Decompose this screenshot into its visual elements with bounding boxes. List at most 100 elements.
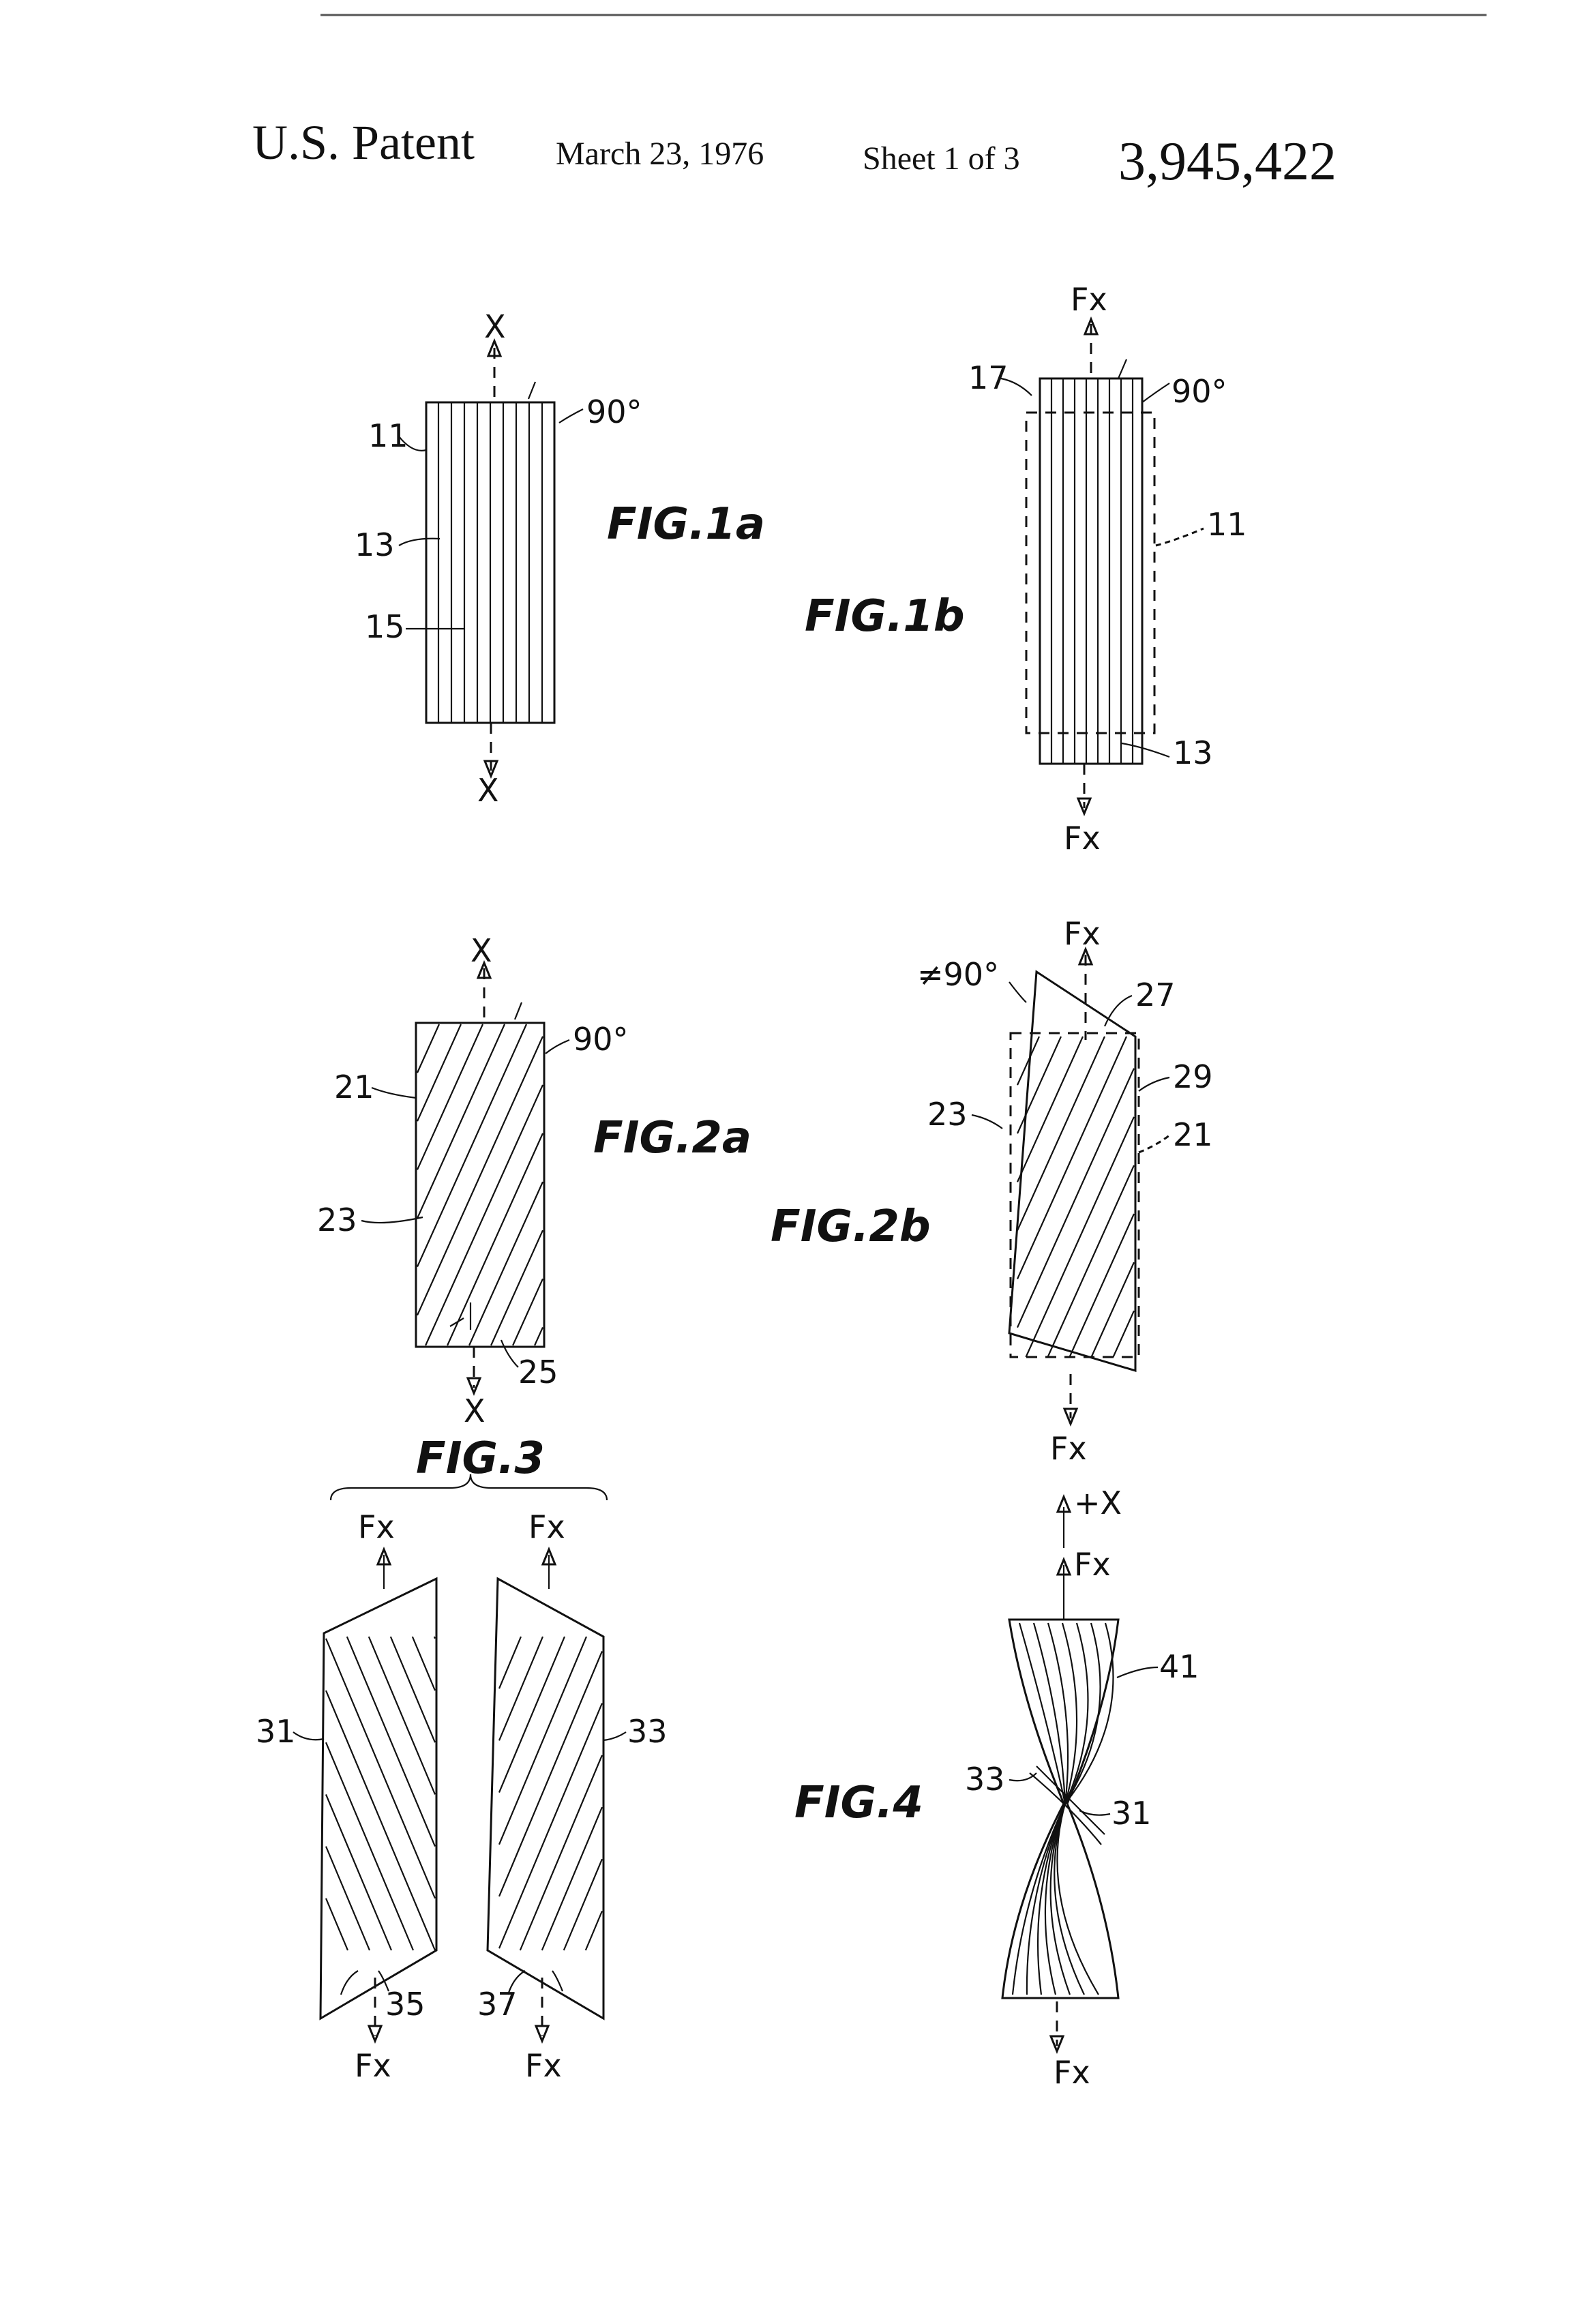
fiber-line xyxy=(499,1651,602,1896)
fig-3-label: FIG.3 xyxy=(416,1433,545,1484)
fiber-line xyxy=(1048,1165,1135,1357)
fiber-line xyxy=(520,1755,602,1950)
fig-1a-axis-top: X xyxy=(484,308,506,345)
figure-2a: X X 90° 21 23 25 FIG.2a xyxy=(317,932,751,1429)
fig-2b-ref-23: 23 xyxy=(927,1096,968,1133)
fig-4-force-top: Fx xyxy=(1074,1546,1111,1583)
fig-1b-force-top: Fx xyxy=(1071,281,1107,318)
fiber-line xyxy=(1026,1117,1135,1357)
fig-3-ref-33: 33 xyxy=(627,1713,668,1750)
fiber-line xyxy=(513,1279,543,1345)
fiber-line xyxy=(347,1637,435,1847)
fig-2b-label: FIG.2b xyxy=(771,1202,931,1252)
fiber-line xyxy=(1017,1037,1083,1182)
fiber-line xyxy=(499,1637,565,1793)
figure-4: +X Fx Fx 41 33 31 FIG.4 xyxy=(794,1485,1199,2091)
fig-3-force-top-left: Fx xyxy=(358,1508,395,1545)
fiber-line xyxy=(417,1024,461,1121)
fig-1a-ref-13: 13 xyxy=(355,526,395,563)
fig-2b-fiber-lines xyxy=(1017,1037,1134,1357)
fiber-line xyxy=(1114,1311,1135,1357)
fiber-line xyxy=(1092,1262,1135,1357)
fig-2b-ref-29: 29 xyxy=(1173,1058,1213,1095)
fiber-line xyxy=(417,1024,483,1170)
fiber-line xyxy=(564,1859,602,1950)
fig-1a-axis-bottom: X xyxy=(477,772,499,809)
fig-1a-ref-11: 11 xyxy=(368,417,408,454)
fiber-line xyxy=(499,1637,521,1688)
fig-2a-ref-23: 23 xyxy=(317,1202,357,1238)
fig-1b-ref-17: 17 xyxy=(968,359,1009,396)
fig-1b-label: FIG.1b xyxy=(805,591,965,642)
fig-3-right-fiber-lines xyxy=(499,1637,602,1950)
fig-3-ref-31: 31 xyxy=(256,1713,296,1750)
fig-4-label: FIG.4 xyxy=(794,1778,923,1828)
fig-3-force-bottom-right: Fx xyxy=(525,2047,562,2084)
fig-2a-fiber-lines xyxy=(417,1024,543,1345)
fig-4-force-bottom: Fx xyxy=(1054,2054,1090,2091)
fig-4-fiber-lines xyxy=(1013,1623,1114,1995)
fiber-line xyxy=(1017,1069,1134,1328)
fiber-line xyxy=(434,1637,435,1639)
fiber-line xyxy=(499,1703,602,1949)
fig-2a-axis-top: X xyxy=(471,932,492,969)
fiber-line xyxy=(413,1637,435,1690)
fig-2a-angle-label: 90° xyxy=(573,1021,629,1058)
fig-3-left-fiber-lines xyxy=(326,1637,435,1950)
fig-4-ref-41: 41 xyxy=(1159,1648,1199,1685)
fig-2a-label: FIG.2a xyxy=(593,1113,751,1163)
fig-3-ref-37: 37 xyxy=(477,1986,518,2023)
fig-2b-ref-21: 21 xyxy=(1173,1116,1213,1153)
fig-1b-ref-11: 11 xyxy=(1207,506,1247,543)
fiber-line xyxy=(391,1637,435,1742)
fiber-line xyxy=(491,1230,543,1345)
fiber-line xyxy=(499,1637,543,1740)
fiber-line xyxy=(326,1898,348,1950)
fig-2b-ref-27: 27 xyxy=(1135,977,1176,1013)
fiber-line xyxy=(426,1085,543,1345)
fig-1a-ref-15: 15 xyxy=(365,608,405,645)
fiber-line xyxy=(326,1639,435,1898)
fig-4-axis-top: +X xyxy=(1074,1485,1122,1521)
fiber-line xyxy=(535,1327,543,1345)
fig-3-force-bottom-left: Fx xyxy=(355,2047,391,2084)
fiber-line xyxy=(1017,1037,1105,1230)
figure-2b: Fx Fx ≠90° 27 29 23 21 FIG.2b xyxy=(771,915,1213,1467)
fiber-line xyxy=(1017,1037,1126,1279)
fig-2b-angle-label: ≠90° xyxy=(917,956,999,993)
fig-1b-ref-13: 13 xyxy=(1173,734,1213,771)
fig-4-ref-31: 31 xyxy=(1111,1795,1152,1832)
fig-1b-fiber-lines xyxy=(1051,378,1133,764)
fiber-line xyxy=(447,1133,543,1345)
fiber-line xyxy=(417,1024,505,1218)
fiber-line xyxy=(326,1794,391,1950)
fiber-line xyxy=(499,1637,586,1845)
fig-2a-ref-21: 21 xyxy=(334,1069,374,1105)
fiber-line xyxy=(417,1024,439,1073)
fiber-line xyxy=(326,1690,435,1950)
fiber-line xyxy=(417,1024,526,1267)
fiber-line xyxy=(1017,1037,1061,1133)
figure-3: FIG.3 Fx Fx Fx Fx 31 33 35 xyxy=(256,1433,668,2084)
fig-2a-axis-bottom: X xyxy=(464,1392,486,1429)
fig-1a-fiber-lines xyxy=(438,402,542,723)
fiber-line xyxy=(369,1637,435,1794)
fig-1b-angle-label: 90° xyxy=(1171,373,1227,410)
figure-1b: Fx Fx 90° 17 11 13 FIG.1b xyxy=(805,281,1247,856)
fiber-line xyxy=(326,1742,413,1950)
fiber-line xyxy=(1057,1623,1113,1995)
fig-2a-ref-25: 25 xyxy=(518,1354,558,1390)
fig-2b-force-bottom: Fx xyxy=(1050,1430,1087,1467)
fiber-line xyxy=(586,1911,602,1950)
fig-1a-angle-label: 90° xyxy=(586,393,642,430)
fig-1a-label: FIG.1a xyxy=(607,499,765,550)
fig-3-ref-35: 35 xyxy=(385,1986,426,2023)
figure-1a: X X 90° 11 13 15 FIG.1a xyxy=(355,308,765,809)
fiber-line xyxy=(326,1847,370,1950)
fig-2b-force-top: Fx xyxy=(1064,915,1101,952)
fig-1b-force-bottom: Fx xyxy=(1064,820,1101,856)
fig-4-ref-33: 33 xyxy=(965,1761,1005,1798)
fiber-line xyxy=(469,1182,543,1345)
